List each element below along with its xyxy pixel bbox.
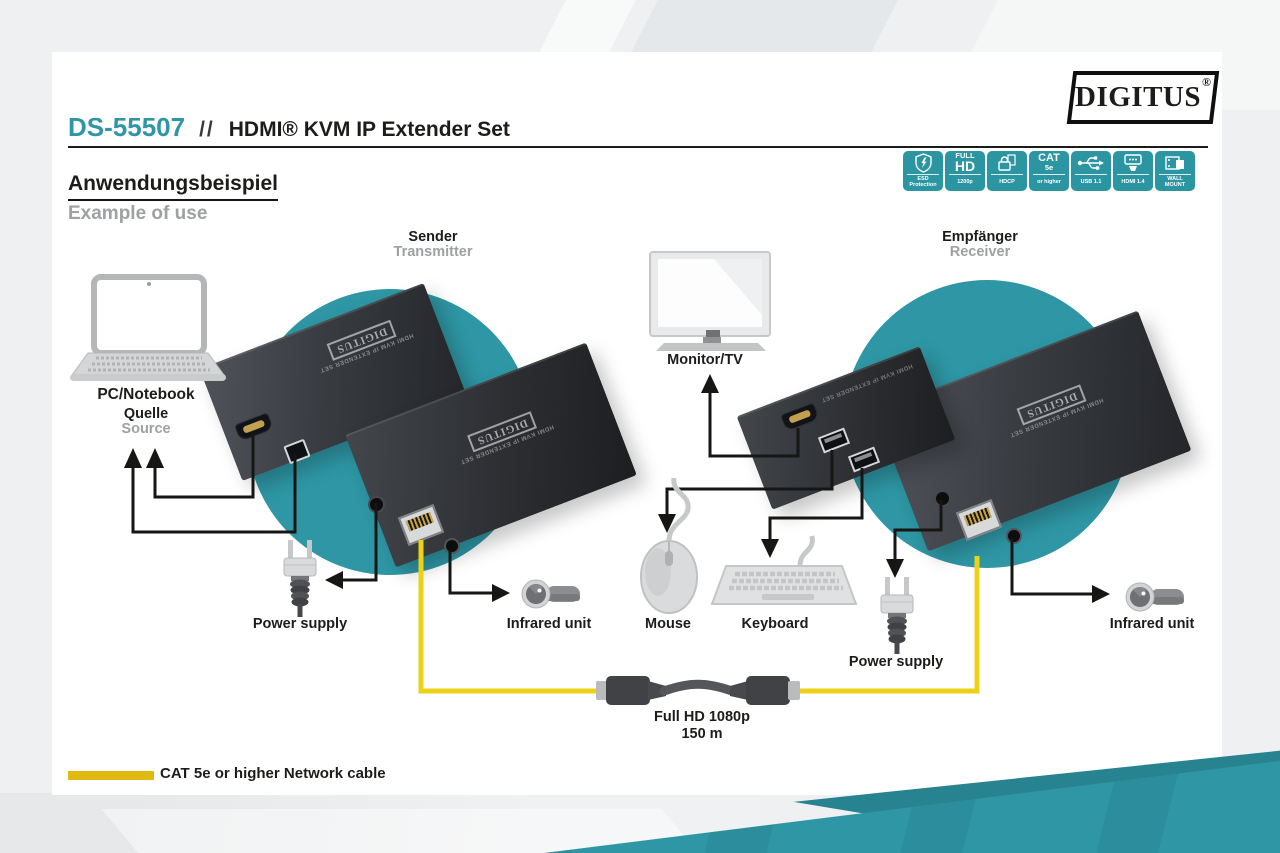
page-title: HDMI® KVM IP Extender Set bbox=[228, 118, 510, 141]
badge-full-hd: FULL HD 1200p bbox=[945, 151, 985, 191]
infrared-right-label: Infrared unit bbox=[1109, 616, 1195, 632]
keyboard-label: Keyboard bbox=[741, 616, 809, 632]
device-stamp: HDMI KVM IP EXTENDER SET DIGITUS bbox=[453, 405, 556, 466]
power-supply-left-label: Power supply bbox=[252, 616, 348, 632]
registered-mark: ® bbox=[1202, 75, 1212, 89]
infrared-left-label: Infrared unit bbox=[506, 616, 592, 632]
receiver-label-de: Empfänger bbox=[942, 229, 1018, 245]
source-sub-de: Quelle bbox=[123, 406, 169, 422]
source-sub-en: Source bbox=[121, 421, 171, 437]
full-hd-text: FULL HD bbox=[955, 151, 975, 174]
legend-cable-swatch bbox=[68, 771, 154, 780]
shield-flash-icon bbox=[914, 151, 933, 174]
badge-label: 1200p bbox=[957, 178, 973, 185]
cable-spec-line1: Full HD 1080p bbox=[654, 709, 750, 725]
badge-esd-protection: ESD Protection bbox=[903, 151, 943, 191]
section-title-de: Anwendungsbeispiel bbox=[68, 172, 279, 201]
badge-hdcp: HDCP bbox=[987, 151, 1027, 191]
badge-divider bbox=[1074, 174, 1108, 175]
digitus-logo-text: DIGITUS® bbox=[1075, 75, 1212, 113]
cable-spec-line2: 150 m bbox=[681, 726, 723, 742]
badge-label: USB 1.1 bbox=[1080, 178, 1102, 185]
badge-text-mid: HD bbox=[954, 158, 976, 175]
badge-divider bbox=[1158, 174, 1192, 175]
receiver-label-en: Receiver bbox=[949, 244, 1011, 260]
monitor-label: Monitor/TV bbox=[667, 352, 743, 368]
badge-label: HDMI 1.4 bbox=[1121, 178, 1145, 185]
badge-divider bbox=[1116, 174, 1150, 175]
badge-text-top: FULL bbox=[955, 151, 975, 160]
product-id: DS-55507 bbox=[68, 112, 186, 142]
legend-label: CAT 5e or higher Network cable bbox=[160, 765, 386, 782]
header: DS-55507 // HDMI® KVM IP Extender Set bbox=[68, 112, 510, 143]
header-rule bbox=[68, 146, 1208, 148]
badge-wall-mount: WALL MOUNT bbox=[1155, 151, 1195, 191]
badge-label: WALL MOUNT bbox=[1164, 175, 1186, 188]
badge-text-mid: 5e bbox=[1044, 163, 1054, 173]
source-label: PC/Notebook bbox=[97, 386, 195, 403]
device-stamp: HDMI KVM IP EXTENDER SET DIGITUS bbox=[1002, 378, 1105, 439]
wall-mount-icon bbox=[1164, 151, 1186, 174]
power-supply-right-label: Power supply bbox=[848, 654, 944, 670]
hdmi-icon bbox=[1121, 151, 1145, 174]
badge-label: ESD Protection bbox=[909, 175, 937, 188]
section-title-en: Example of use bbox=[68, 203, 208, 224]
mouse-label: Mouse bbox=[645, 616, 691, 632]
lock-icon bbox=[996, 151, 1018, 174]
transmitter-label-en: Transmitter bbox=[393, 244, 473, 260]
badge-divider bbox=[948, 174, 982, 175]
badge-divider bbox=[1032, 174, 1066, 175]
badge-text-top: CAT bbox=[1038, 152, 1060, 165]
badge-cat5e: CAT 5e or higher bbox=[1029, 151, 1069, 191]
feature-badges: ESD Protection FULL HD 1200p HDCP CAT 5e… bbox=[903, 151, 1195, 191]
device-stamp: HDMI KVM IP EXTENDER SET DIGITUS bbox=[312, 314, 415, 375]
badge-divider bbox=[906, 174, 940, 175]
badge-label: or higher bbox=[1037, 178, 1061, 185]
badge-divider bbox=[990, 174, 1024, 175]
header-separator: // bbox=[199, 118, 215, 141]
transmitter-label-de: Sender bbox=[408, 229, 458, 245]
badge-hdmi: HDMI 1.4 bbox=[1113, 151, 1153, 191]
cat5e-text: CAT 5e bbox=[1038, 151, 1060, 174]
badge-usb: USB 1.1 bbox=[1071, 151, 1111, 191]
digitus-logo: DIGITUS® bbox=[1066, 71, 1220, 124]
badge-label: HDCP bbox=[999, 178, 1015, 185]
usb-icon bbox=[1077, 151, 1105, 174]
